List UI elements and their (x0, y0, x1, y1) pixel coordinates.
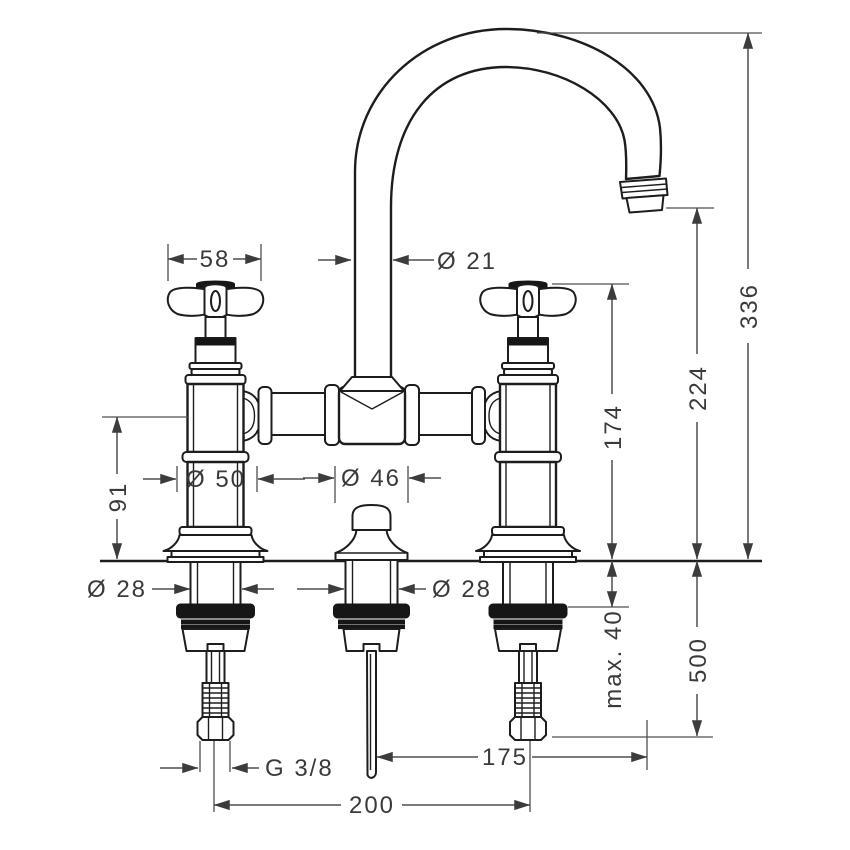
dim-label-centre-distance: 200 (349, 792, 395, 819)
dim-200: 200 (213, 741, 531, 819)
dim-500: 500 (685, 560, 712, 737)
dim-label-base-diameter: Ø 50 (186, 466, 246, 493)
popup-knob (334, 504, 409, 561)
spout (353, 27, 663, 382)
dim-21: Ø 21 (318, 248, 497, 275)
bridge-pipe-right (417, 392, 475, 436)
dim-label-hose-length: 500 (685, 637, 712, 683)
bridge-pipe-left (269, 392, 327, 436)
left-handle (162, 279, 273, 564)
dim-174: 174 (600, 283, 627, 560)
dim-label-knob-diameter: Ø 46 (341, 465, 401, 492)
spout-base-flare (339, 376, 405, 392)
dim-label-outlet-height: 224 (685, 365, 712, 411)
t-collar-right (404, 384, 420, 446)
dim-label-total-height: 336 (736, 283, 763, 329)
dim-91: 91 (105, 416, 132, 560)
spout-aerator-tip (619, 177, 669, 214)
dim-50: Ø 50 (143, 466, 305, 493)
t-collar-left (324, 384, 340, 446)
dim-label-body-height: 91 (105, 482, 132, 513)
dim-336: 336 (736, 32, 763, 560)
dim-label-spout-diameter: Ø 21 (437, 248, 497, 275)
dim-label-58: 58 (200, 246, 231, 273)
dim-label-handle-height: 174 (600, 404, 627, 450)
right-handle (470, 279, 582, 564)
dim-46: Ø 46 (303, 465, 441, 503)
right-supply-shank (488, 560, 568, 741)
waste-shank-tube (344, 559, 399, 606)
dim-58: 58 (167, 244, 262, 281)
dim-28-left: Ø 28 (87, 576, 274, 603)
dim-label-shank-waste: Ø 28 (432, 576, 492, 603)
popup-rod (366, 650, 377, 779)
dim-175: 175 (376, 720, 648, 771)
dim-label-shank-left: Ø 28 (87, 576, 147, 603)
dim-224: 224 (685, 207, 712, 560)
dim-label-thread: G 3/8 (265, 755, 334, 782)
left-supply-shank (175, 560, 256, 741)
t-junction (324, 376, 420, 446)
popup-waste-set (333, 559, 410, 779)
dim-g38: G 3/8 (160, 741, 334, 782)
dim-max40: max. 40 (600, 560, 627, 709)
waste-nut (342, 628, 401, 652)
dim-28-waste: Ø 28 (297, 576, 492, 603)
dim-label-rod-projection: 175 (482, 744, 528, 771)
waste-seal-ring (333, 603, 410, 619)
dim-label-mounting-thickness: max. 40 (600, 609, 627, 708)
